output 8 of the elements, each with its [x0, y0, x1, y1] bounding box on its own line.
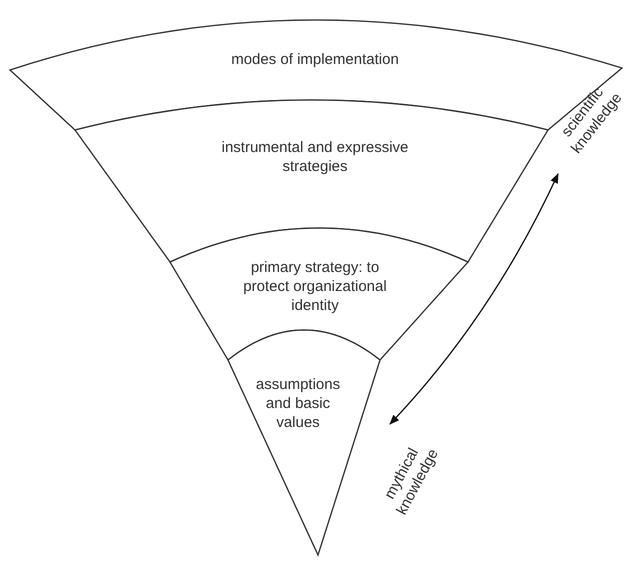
band-label: modes of implementation — [230, 50, 400, 69]
double-headed-arrow — [389, 173, 559, 425]
band-label: assumptions and basic values — [254, 375, 342, 432]
band-label: primary strategy: to protect organizational identity — [242, 258, 388, 315]
funnel-band — [170, 228, 468, 360]
funnel-band — [75, 100, 548, 262]
band-label: instrumental and expressive strategies — [220, 138, 410, 176]
funnel-band — [228, 330, 380, 555]
